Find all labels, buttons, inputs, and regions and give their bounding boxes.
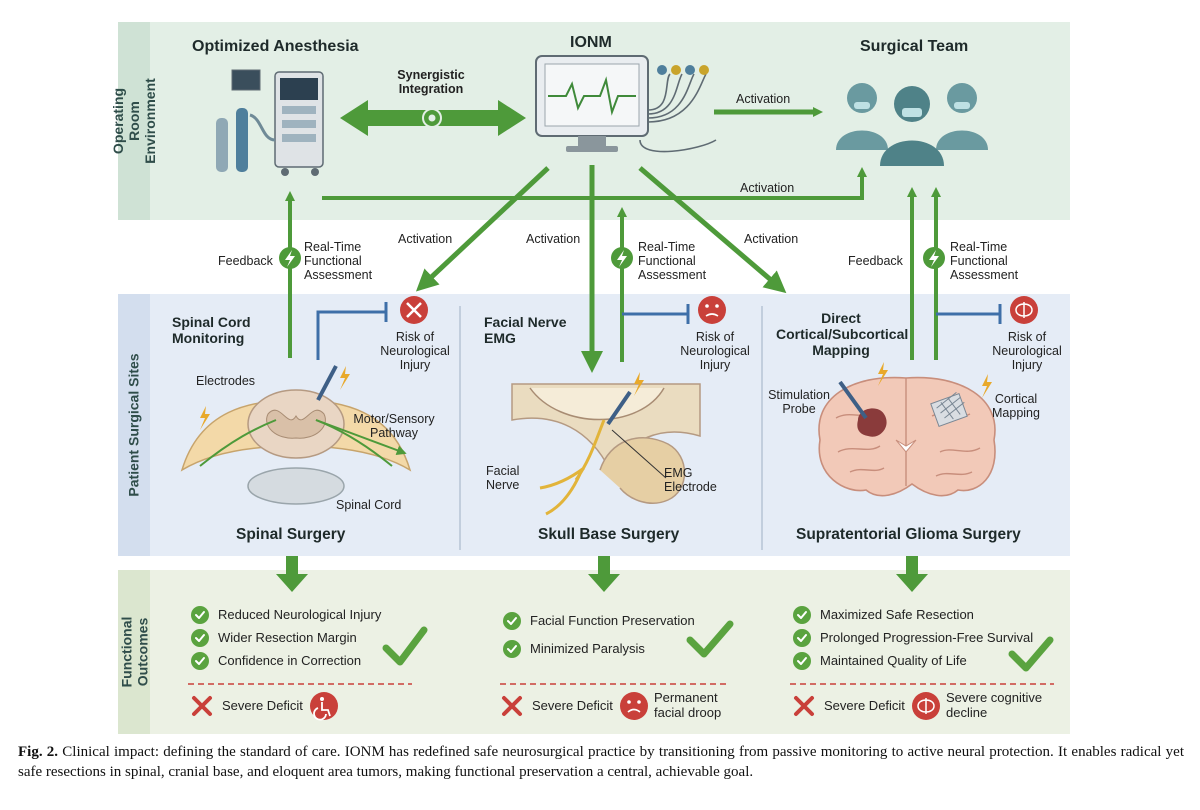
brain-icon xyxy=(912,692,940,720)
risk-label-skull: Risk of Neurological Injury xyxy=(680,330,750,372)
risk-icon xyxy=(400,296,1038,324)
realtime-label-glioma: Real-Time Functional Assessment xyxy=(950,240,1019,282)
spinal-cord-illustration xyxy=(180,365,412,505)
header-ionm: IONM xyxy=(570,34,612,51)
activation-arrow-glioma xyxy=(638,166,787,294)
spinal-modality: Spinal Cord Monitoring xyxy=(172,314,251,346)
check-icon xyxy=(382,620,1054,672)
skull-outcome-2: Minimized Paralysis xyxy=(530,641,645,656)
risk-label-spinal: Risk of Neurological Injury xyxy=(380,330,450,372)
surgeon-icon xyxy=(836,83,988,166)
skull-deficit: Severe Deficit xyxy=(532,698,613,713)
activation-label-spinal: Activation xyxy=(398,232,453,246)
skull-emg-label: EMG Electrode xyxy=(664,466,717,494)
band-label-outcomes: Functional Outcomes xyxy=(118,570,150,734)
spinal-outcome-2: Wider Resection Margin xyxy=(218,630,357,645)
brain-illustration xyxy=(818,362,996,497)
activation-label-glioma: Activation xyxy=(744,232,799,246)
sad-face-icon xyxy=(620,692,648,720)
lightning-icon xyxy=(279,247,945,269)
spinal-outcome-3: Confidence in Correction xyxy=(218,653,362,668)
band-label-or: Operating Room Environment xyxy=(110,22,158,220)
outcomes-band xyxy=(118,570,1070,734)
risk-label-glioma: Risk of Neurological Injury xyxy=(992,330,1062,372)
glioma-outcome-2: Prolonged Progression-Free Survival xyxy=(820,630,1034,645)
skull-title: Skull Base Surgery xyxy=(538,526,680,543)
outcome-arrows xyxy=(276,556,928,592)
cross-icon xyxy=(192,696,814,716)
glioma-deficit: Severe Deficit xyxy=(824,698,905,713)
activation-arrow-spinal xyxy=(415,166,550,292)
caption-label: Fig. 2. xyxy=(18,744,59,760)
glioma-modality: Direct Cortical/Subcortical Mapping xyxy=(776,310,909,358)
realtime-label-spinal: Real-Time Functional Assessment xyxy=(304,240,373,282)
glioma-title: Supratentorial Glioma Surgery xyxy=(796,526,1021,543)
skull-outcome-1: Facial Function Preservation xyxy=(530,613,695,628)
gear-icon xyxy=(422,108,442,128)
inhibit-lines xyxy=(316,302,1002,360)
activation-label-long: Activation xyxy=(740,181,795,195)
figure-caption: Fig. 2. Clinical impact: defining the st… xyxy=(18,742,1184,782)
spinal-cord-label: Spinal Cord xyxy=(336,498,402,512)
feedback-label-glioma: Feedback xyxy=(848,254,903,268)
activation-label-skull: Activation xyxy=(526,232,581,246)
check-bullets xyxy=(191,606,811,670)
anesthesia-machine-icon xyxy=(216,69,324,176)
skull-facial-nerve-label: Facial Nerve xyxy=(486,464,520,492)
header-anesthesia: Optimized Anesthesia xyxy=(192,38,359,55)
glioma-deficit-note: Severe cognitive decline xyxy=(946,690,1043,720)
spinal-pathway-label: Motor/Sensory Pathway xyxy=(353,412,435,440)
synergistic-label: Synergistic Integration xyxy=(397,68,465,96)
skull-modality: Facial Nerve EMG xyxy=(484,314,567,346)
monitor-icon xyxy=(535,55,717,153)
caption-text: Clinical impact: defining the standard o… xyxy=(18,744,1184,780)
spinal-outcome-1: Reduced Neurological Injury xyxy=(218,607,382,622)
glioma-outcome-3: Maintained Quality of Life xyxy=(820,653,967,668)
spinal-electrodes-label: Electrodes xyxy=(196,374,256,388)
glioma-probe-label: Stimulation Probe xyxy=(768,388,830,416)
wheelchair-icon xyxy=(310,692,338,721)
skull-deficit-note: Permanent facial droop xyxy=(654,690,722,720)
feedback-label-spinal: Feedback xyxy=(218,254,273,268)
activation-label-team: Activation xyxy=(736,92,791,106)
glioma-mapping-label: Cortical Mapping xyxy=(992,392,1040,420)
glioma-outcome-1: Maximized Safe Resection xyxy=(820,607,974,622)
skull-base-illustration xyxy=(511,372,701,516)
band-label-sites: Patient Surgical Sites xyxy=(118,294,150,556)
header-team: Surgical Team xyxy=(860,38,969,55)
realtime-label-skull: Real-Time Functional Assessment xyxy=(638,240,707,282)
spinal-title: Spinal Surgery xyxy=(236,526,346,543)
spinal-deficit: Severe Deficit xyxy=(222,698,303,713)
activation-arrow-long xyxy=(322,167,867,200)
